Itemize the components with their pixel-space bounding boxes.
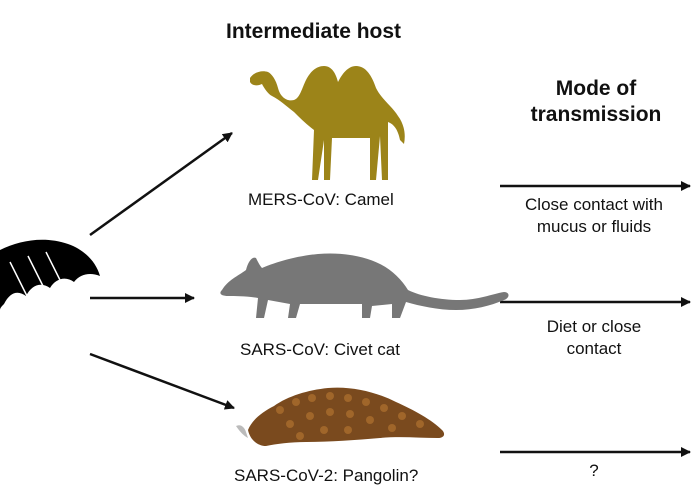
pangolin-icon xyxy=(236,387,445,446)
transmission-sars-line2: contact xyxy=(566,339,622,358)
host-label-mers: MERS-CoV: Camel xyxy=(248,190,394,209)
camel-icon xyxy=(250,66,405,180)
header-intermediate-host: Intermediate host xyxy=(226,20,402,43)
arrow-to-pangolin xyxy=(89,352,235,410)
header-mode-of-transmission: Mode of transmission xyxy=(496,76,696,128)
arrow-to-camel xyxy=(89,131,233,237)
transmission-sars-line1: Diet or close xyxy=(546,317,642,336)
transmission-sars2-line1: ? xyxy=(589,461,599,480)
transmission-mers-line1: Close contact with xyxy=(525,195,663,214)
transmission-sars2: ? xyxy=(494,460,694,482)
transmission-mers-line2: mucus or fluids xyxy=(536,217,652,236)
host-label-sars2: SARS-CoV-2: Pangolin? xyxy=(234,466,419,485)
transmission-mers: Close contact with mucus or fluids xyxy=(494,194,694,238)
bat-icon xyxy=(0,239,100,310)
header-mode-line2: transmission xyxy=(530,103,662,126)
header-mode-line1: Mode of xyxy=(555,77,637,100)
transmission-sars: Diet or close contact xyxy=(494,316,694,360)
civet-icon xyxy=(220,253,509,318)
host-label-sars: SARS-CoV: Civet cat xyxy=(240,340,400,359)
